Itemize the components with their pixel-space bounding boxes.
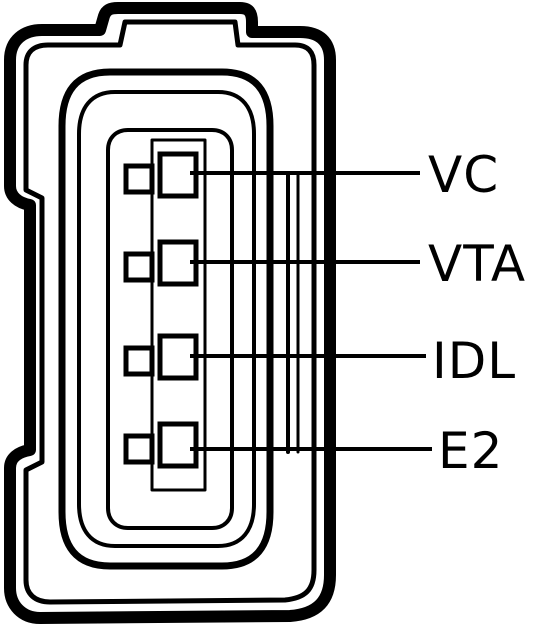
pin-e2-tab: [123, 433, 155, 465]
socket-cavity: [106, 128, 234, 530]
connector-housing-outer: [4, 2, 336, 624]
pin-label-idl: IDL: [432, 332, 517, 390]
pin-e2-terminal: [157, 421, 199, 469]
pin-vc-tab: [123, 163, 155, 195]
pin-label-vc: VC: [428, 146, 500, 204]
pin-idl-tab: [123, 345, 155, 377]
socket-frame-outer: [58, 68, 274, 570]
pin-label-e2: E2: [438, 422, 504, 480]
pin-vta-tab: [123, 251, 155, 283]
socket-frame-inner: [77, 90, 256, 548]
pin-label-vta: VTA: [428, 235, 527, 293]
connector-housing-inner: [23, 19, 317, 605]
